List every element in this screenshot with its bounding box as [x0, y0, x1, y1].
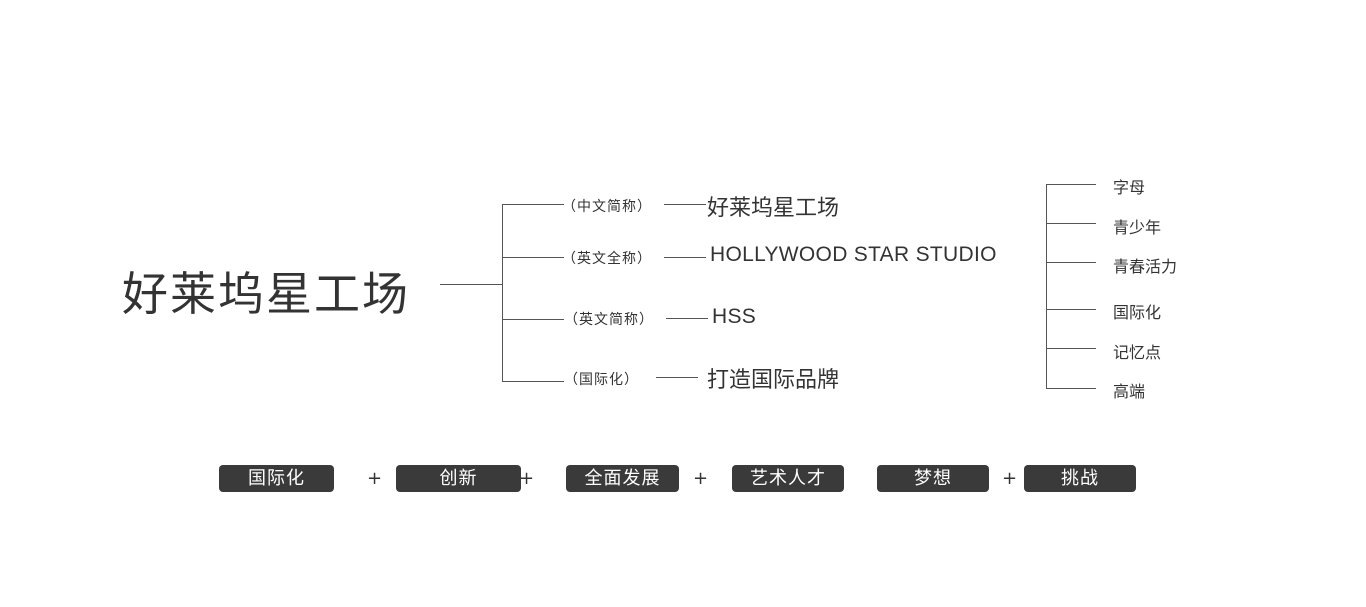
keyword: 字母 — [1113, 178, 1146, 197]
root-connector — [440, 284, 502, 285]
value-pill: 梦想 — [877, 465, 989, 492]
brand-title: 好莱坞星工场 — [122, 267, 410, 321]
branch-line — [502, 257, 564, 258]
branch-value-line — [666, 318, 708, 319]
keyword-line — [1046, 223, 1096, 224]
keyword: 青春活力 — [1113, 257, 1178, 276]
keyword: 记忆点 — [1113, 343, 1162, 362]
keyword-line — [1046, 348, 1096, 349]
value-pill: 国际化 — [219, 465, 334, 492]
branch-value-line — [656, 377, 698, 378]
branch-value-line — [664, 204, 706, 205]
keyword: 青少年 — [1113, 218, 1162, 237]
branch-bracket — [502, 204, 503, 382]
value-pill: 全面发展 — [566, 465, 679, 492]
value-pill: 挑战 — [1024, 465, 1136, 492]
branch-line — [502, 319, 564, 320]
keyword-line — [1046, 309, 1096, 310]
keyword: 高端 — [1113, 382, 1146, 401]
branch-value: 打造国际品牌 — [707, 368, 840, 393]
value-pill: 创新 — [396, 465, 521, 492]
keyword-line — [1046, 262, 1096, 263]
keyword-line — [1046, 388, 1096, 389]
value-pill: 艺术人才 — [732, 465, 844, 492]
branch-tag: （英文简称） — [564, 312, 654, 328]
keyword-line — [1046, 184, 1096, 185]
keyword: 国际化 — [1113, 303, 1162, 322]
keyword-bracket — [1046, 184, 1047, 388]
branch-tag: （国际化） — [564, 372, 639, 388]
branch-value: 好莱坞星工场 — [707, 196, 840, 221]
branch-line — [502, 381, 564, 382]
branch-line — [502, 204, 564, 205]
branch-value-line — [664, 257, 706, 258]
branch-tag: （中文简称） — [562, 199, 652, 215]
branch-value: HOLLYWOOD STAR STUDIO — [710, 243, 997, 266]
plus-sign: + — [1002, 468, 1018, 489]
plus-sign: + — [519, 468, 535, 489]
branch-tag: （英文全称） — [562, 251, 652, 267]
plus-sign: + — [367, 468, 383, 489]
plus-sign: + — [693, 468, 709, 489]
branch-value: HSS — [712, 305, 757, 328]
